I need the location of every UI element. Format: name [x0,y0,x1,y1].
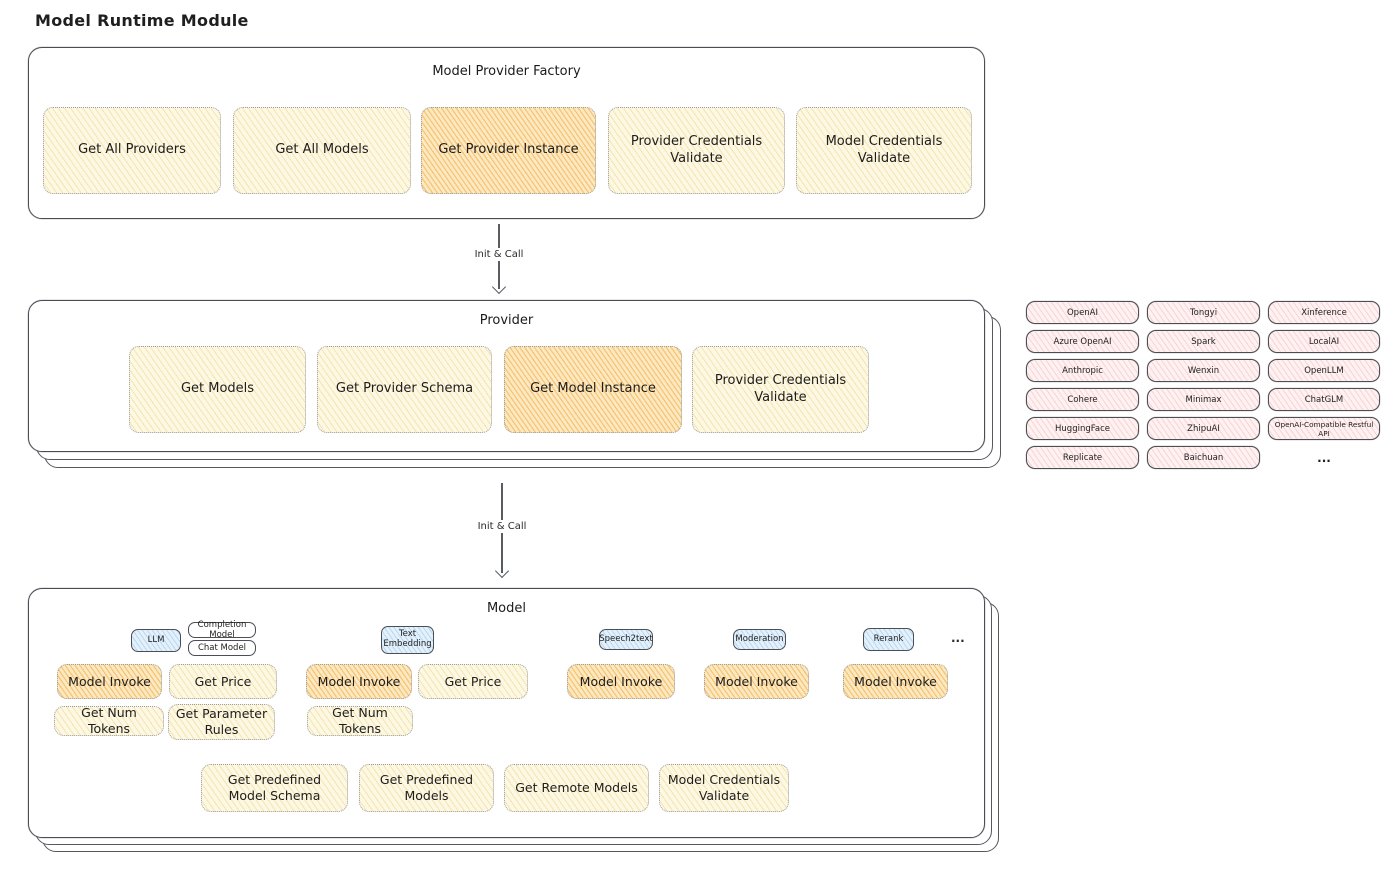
speech2text-node-model-invoke: Model Invoke [567,664,675,699]
provider-pill-spark: Spark [1147,330,1260,353]
provider-pill-azure-openai: Azure OpenAI [1026,330,1139,353]
provider-node-get-provider-schema: Get Provider Schema [317,346,492,433]
text-embedding-node-get-num-tokens: Get Num Tokens [307,705,413,736]
provider-pill-minimax: Minimax [1147,388,1260,411]
model-node-model-credentials-validate: Model Credentials Validate [659,764,789,812]
tab-chat-model: Chat Model [188,640,256,656]
provider-pill-openai-compatible: OpenAI-Compatible Restful API [1268,417,1380,440]
tab-speech2text: Speech2text [599,629,653,650]
factory-node-model-credentials-validate: Model Credentials Validate [796,107,972,194]
init-call-arrow-2: Init & Call [472,483,532,576]
model-node-get-remote-models: Get Remote Models [504,764,649,812]
tab-completion-model: Completion Model [188,620,256,640]
provider-pill-replicate: Replicate [1026,446,1139,469]
llm-node-get-parameter-rules: Get Parameter Rules [168,704,275,740]
model-node-get-predefined-models: Get Predefined Models [359,764,494,812]
provider-pill-tongyi: Tongyi [1147,301,1260,324]
factory-node-provider-credentials-validate: Provider Credentials Validate [608,107,785,194]
init-call-arrow-1: Init & Call [469,224,529,292]
provider-pill-cohere: Cohere [1026,388,1139,411]
provider-pill-xinference: Xinference [1268,301,1380,324]
provider-pill-chatglm: ChatGLM [1268,388,1380,411]
llm-node-get-price: Get Price [169,664,277,699]
provider-pill-openai: OpenAI [1026,301,1139,324]
provider-pill-openllm: OpenLLM [1268,359,1380,382]
provider-pill-zhipuai: ZhipuAI [1147,417,1260,440]
init-call-label-1: Init & Call [469,248,529,261]
tab-llm: LLM [131,629,181,652]
tab-text-embedding: Text Embedding [381,626,434,654]
provider-pill-baichuan: Baichuan [1147,446,1260,469]
provider-node-get-models: Get Models [129,346,306,433]
llm-node-get-num-tokens: Get Num Tokens [54,705,164,736]
tab-rerank: Rerank [863,628,914,651]
init-call-label-2: Init & Call [472,520,532,533]
model-node-get-predefined-model-schema: Get Predefined Model Schema [201,764,348,812]
provider-panel: Provider Get Models Get Provider Schema … [28,300,985,452]
factory-panel-title: Model Provider Factory [432,64,581,79]
llm-node-model-invoke: Model Invoke [57,664,162,699]
provider-list-more: ... [1317,450,1331,465]
provider-pill-localai: LocalAI [1268,330,1380,353]
factory-panel: Model Provider Factory Get All Providers… [28,47,985,219]
rerank-node-model-invoke: Model Invoke [843,664,948,699]
model-panel-title: Model [486,601,527,616]
provider-pill-anthropic: Anthropic [1026,359,1139,382]
factory-node-get-all-models: Get All Models [233,107,411,194]
factory-node-get-provider-instance: Get Provider Instance [421,107,596,194]
text-embedding-node-get-price: Get Price [418,664,528,699]
provider-node-get-model-instance: Get Model Instance [504,346,682,433]
tabs-more: ... [951,631,965,645]
provider-pill-huggingface: HuggingFace [1026,417,1139,440]
tab-moderation: Moderation [733,629,786,650]
page-title: Model Runtime Module [35,11,249,30]
provider-list: OpenAI Tongyi Xinference Azure OpenAI Sp… [1026,301,1380,469]
provider-panel-title: Provider [479,313,534,328]
provider-node-provider-credentials-validate: Provider Credentials Validate [692,346,869,433]
text-embedding-node-model-invoke: Model Invoke [306,664,412,699]
factory-node-get-all-providers: Get All Providers [43,107,221,194]
moderation-node-model-invoke: Model Invoke [704,664,809,699]
provider-pill-wenxin: Wenxin [1147,359,1260,382]
model-panel: Model LLM Completion Model Chat Model Te… [28,588,985,838]
